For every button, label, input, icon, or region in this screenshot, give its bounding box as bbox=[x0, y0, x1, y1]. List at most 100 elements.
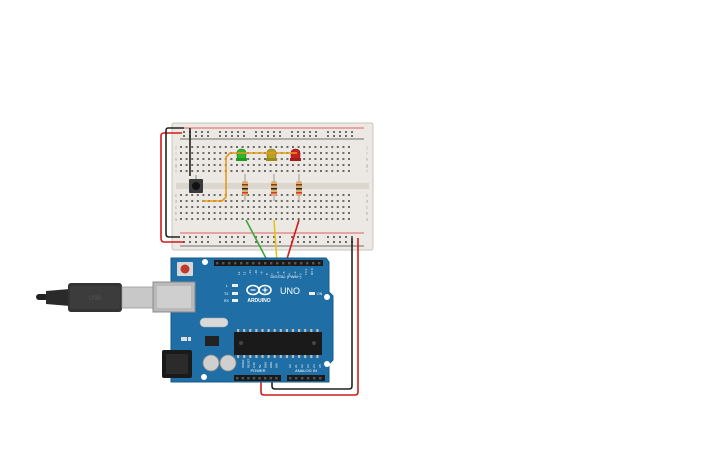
breadboard-hole[interactable] bbox=[196, 206, 199, 208]
breadboard-hole[interactable] bbox=[247, 200, 250, 202]
header-pin[interactable] bbox=[289, 377, 292, 380]
header-pin[interactable] bbox=[264, 377, 267, 380]
usb-cable[interactable]: USB bbox=[36, 283, 155, 312]
breadboard-hole[interactable] bbox=[303, 206, 306, 208]
breadboard-hole[interactable] bbox=[252, 218, 255, 220]
breadboard-hole[interactable] bbox=[189, 241, 191, 243]
breadboard-hole[interactable] bbox=[196, 146, 199, 148]
breadboard-hole[interactable] bbox=[219, 206, 222, 208]
breadboard-hole[interactable] bbox=[225, 236, 227, 238]
breadboard-hole[interactable] bbox=[180, 194, 182, 196]
breadboard-hole[interactable] bbox=[219, 241, 221, 243]
resistor-3[interactable] bbox=[296, 174, 302, 201]
breadboard-hole[interactable] bbox=[273, 135, 275, 137]
breadboard-hole[interactable] bbox=[327, 131, 329, 133]
breadboard-hole[interactable] bbox=[247, 218, 250, 220]
breadboard-hole[interactable] bbox=[202, 218, 205, 220]
breadboard-hole[interactable] bbox=[252, 212, 255, 214]
breadboard-hole[interactable] bbox=[252, 146, 255, 148]
breadboard-hole[interactable] bbox=[224, 212, 227, 214]
breadboard-hole[interactable] bbox=[303, 146, 306, 148]
breadboard-hole[interactable] bbox=[241, 206, 244, 208]
breadboard-hole[interactable] bbox=[348, 194, 350, 196]
breadboard-hole[interactable] bbox=[236, 170, 238, 172]
breadboard-hole[interactable] bbox=[291, 135, 293, 137]
led-green[interactable] bbox=[236, 148, 247, 161]
breadboard-hole[interactable] bbox=[202, 170, 205, 172]
breadboard-hole[interactable] bbox=[320, 146, 322, 148]
breadboard-hole[interactable] bbox=[292, 146, 294, 148]
breadboard-hole[interactable] bbox=[191, 164, 194, 166]
header-pin[interactable] bbox=[247, 377, 250, 380]
breadboard-hole[interactable] bbox=[196, 212, 199, 214]
breadboard-hole[interactable] bbox=[315, 131, 317, 133]
header-pin[interactable] bbox=[306, 262, 309, 265]
breadboard-hole[interactable] bbox=[208, 164, 210, 166]
breadboard-hole[interactable] bbox=[202, 146, 205, 148]
breadboard-hole[interactable] bbox=[286, 212, 289, 214]
breadboard-hole[interactable] bbox=[315, 241, 317, 243]
breadboard-hole[interactable] bbox=[207, 135, 209, 137]
breadboard-hole[interactable] bbox=[297, 164, 300, 166]
breadboard-hole[interactable] bbox=[342, 146, 345, 148]
breadboard-hole[interactable] bbox=[196, 200, 199, 202]
breadboard-hole[interactable] bbox=[315, 135, 317, 137]
breadboard-hole[interactable] bbox=[225, 241, 227, 243]
breadboard-hole[interactable] bbox=[202, 206, 205, 208]
breadboard-hole[interactable] bbox=[241, 212, 244, 214]
breadboard-hole[interactable] bbox=[314, 212, 317, 214]
breadboard-hole[interactable] bbox=[231, 131, 233, 133]
breadboard-hole[interactable] bbox=[261, 241, 263, 243]
breadboard-hole[interactable] bbox=[320, 194, 322, 196]
header-pin[interactable] bbox=[258, 262, 261, 265]
breadboard-hole[interactable] bbox=[219, 164, 222, 166]
breadboard-hole[interactable] bbox=[351, 236, 353, 238]
breadboard-hole[interactable] bbox=[202, 194, 205, 196]
reset-button[interactable] bbox=[177, 262, 193, 276]
breadboard-hole[interactable] bbox=[320, 158, 322, 160]
breadboard-hole[interactable] bbox=[185, 218, 188, 220]
breadboard-hole[interactable] bbox=[230, 146, 233, 148]
breadboard-hole[interactable] bbox=[309, 135, 311, 137]
red-wire-left[interactable] bbox=[160, 132, 184, 243]
breadboard-hole[interactable] bbox=[275, 206, 278, 208]
breadboard-hole[interactable] bbox=[339, 135, 341, 137]
breadboard-hole[interactable] bbox=[208, 218, 210, 220]
breadboard-hole[interactable] bbox=[236, 218, 238, 220]
breadboard-hole[interactable] bbox=[185, 152, 188, 154]
breadboard-hole[interactable] bbox=[269, 170, 272, 172]
digital-header[interactable] bbox=[214, 260, 323, 266]
breadboard-hole[interactable] bbox=[336, 212, 339, 214]
breadboard-hole[interactable] bbox=[342, 170, 345, 172]
breadboard-hole[interactable] bbox=[342, 152, 345, 154]
analog-header[interactable] bbox=[287, 375, 325, 381]
breadboard-hole[interactable] bbox=[279, 236, 281, 238]
breadboard-hole[interactable] bbox=[308, 194, 311, 196]
breadboard-hole[interactable] bbox=[279, 135, 281, 137]
breadboard-hole[interactable] bbox=[191, 158, 194, 160]
breadboard-hole[interactable] bbox=[275, 200, 278, 202]
breadboard-hole[interactable] bbox=[342, 200, 345, 202]
breadboard-hole[interactable] bbox=[297, 241, 299, 243]
breadboard-hole[interactable] bbox=[336, 218, 339, 220]
breadboard-hole[interactable] bbox=[292, 200, 294, 202]
breadboard-hole[interactable] bbox=[345, 241, 347, 243]
breadboard-hole[interactable] bbox=[219, 146, 222, 148]
breadboard-hole[interactable] bbox=[275, 170, 278, 172]
breadboard-hole[interactable] bbox=[180, 146, 182, 148]
breadboard-hole[interactable] bbox=[348, 206, 350, 208]
breadboard-hole[interactable] bbox=[267, 236, 269, 238]
breadboard-hole[interactable] bbox=[252, 200, 255, 202]
breadboard-hole[interactable] bbox=[231, 236, 233, 238]
breadboard-hole[interactable] bbox=[303, 164, 306, 166]
breadboard-hole[interactable] bbox=[308, 212, 311, 214]
breadboard-hole[interactable] bbox=[269, 212, 272, 214]
breadboard-hole[interactable] bbox=[314, 194, 317, 196]
breadboard-hole[interactable] bbox=[348, 152, 350, 154]
breadboard-hole[interactable] bbox=[320, 164, 322, 166]
breadboard-hole[interactable] bbox=[333, 236, 335, 238]
breadboard-hole[interactable] bbox=[243, 236, 245, 238]
breadboard-hole[interactable] bbox=[185, 164, 188, 166]
breadboard-hole[interactable] bbox=[275, 218, 278, 220]
breadboard-hole[interactable] bbox=[213, 164, 216, 166]
